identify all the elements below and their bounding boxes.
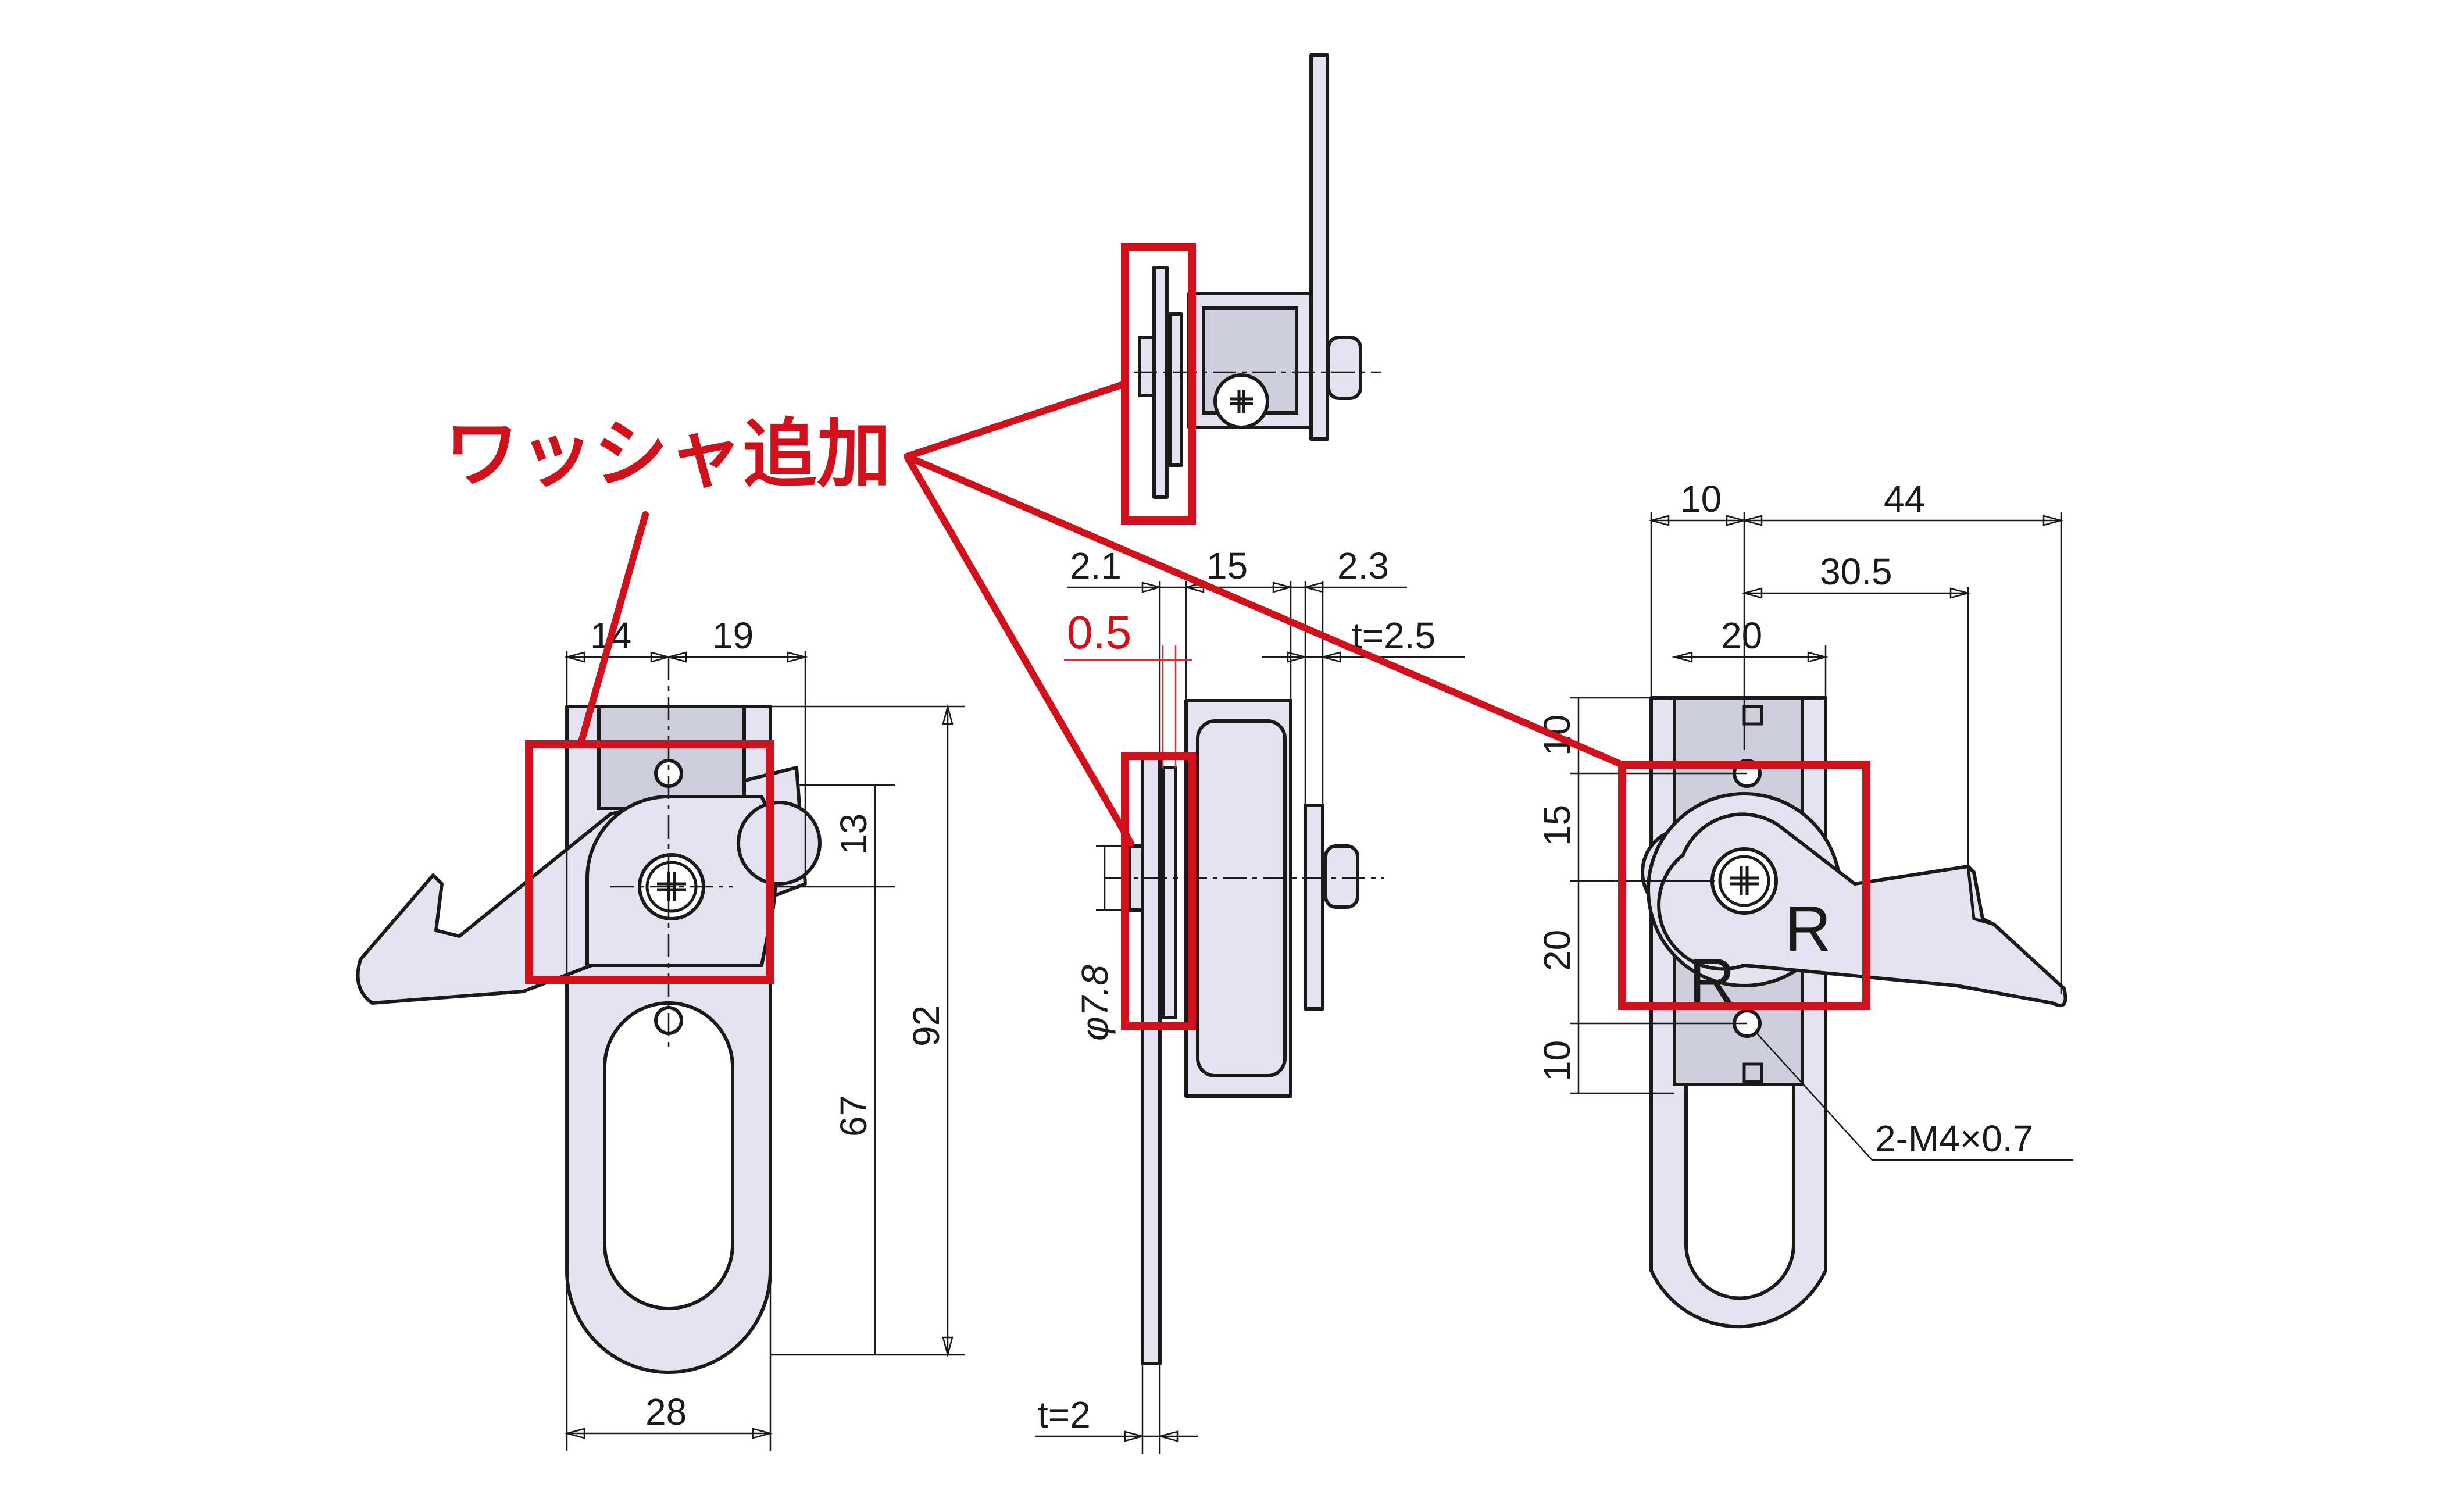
front-dim-28: 28 [645, 1391, 687, 1433]
leader-to-front [578, 511, 649, 745]
side-highlight-box [1121, 752, 1196, 1030]
top-washer-stack [1152, 266, 1169, 499]
side-lever-plate [1304, 804, 1324, 1011]
back-screw-cross [1730, 866, 1759, 895]
back-dim-20-arrows [1672, 651, 1829, 663]
back-dim-v15: 15 [1536, 805, 1578, 846]
front-highlight-box [525, 740, 774, 984]
front-dim-28-arrows [564, 1428, 773, 1439]
side-dim-0-5-ext [1162, 645, 1177, 768]
washer-added-label: ワッシャ追加 [445, 411, 891, 498]
back-screw [1710, 847, 1778, 915]
top-washer [1168, 312, 1183, 467]
top-screw-cross [1230, 390, 1253, 413]
front-dim-92: 92 [905, 1005, 947, 1047]
back-housing-notch-bottom [1742, 1062, 1763, 1083]
side-dim-15: 15 [1206, 545, 1248, 587]
front-view: 14 19 13 67 92 28 [356, 615, 965, 1451]
front-top-housing [597, 705, 746, 810]
back-highlight-box [1618, 761, 1870, 1010]
back-dim-v20: 20 [1536, 930, 1578, 971]
side-dim-t2-5: t=2.5 [1352, 615, 1435, 656]
back-dim-30-5: 30.5 [1820, 551, 1892, 593]
back-dim-20: 20 [1721, 615, 1762, 656]
top-view [1134, 53, 1381, 499]
top-vertical-plate [1309, 53, 1329, 441]
side-dim-2-3: 2.3 [1337, 545, 1389, 587]
top-stub-left [1138, 336, 1156, 397]
side-base-plate [1141, 754, 1162, 1365]
front-slot [603, 1001, 734, 1310]
front-dim-67: 67 [833, 1096, 874, 1137]
side-view: 2.1 15 2.3 0.5 t=2.5 φ7.8 t=2 [1035, 545, 1465, 1454]
back-dim-v10b: 10 [1536, 1040, 1578, 1082]
back-screw-inner [1718, 855, 1770, 907]
front-dim-14-19-arrows [564, 651, 808, 663]
back-view: R R 10 44 30.5 20 10 15 20 10 2-M4×0.7 [1536, 478, 2073, 1329]
back-dim-10: 10 [1680, 478, 1722, 520]
front-dim-19: 19 [712, 615, 754, 656]
back-dim-30-5-arrows [1741, 587, 1971, 599]
side-dim-t2-5-arrows [1287, 651, 1341, 663]
leader-to-side [904, 453, 1134, 847]
front-roller [737, 801, 822, 886]
side-dim-0-5: 0.5 [1067, 606, 1131, 658]
back-dim-10-44-arrows [1648, 515, 2064, 526]
side-dim-t2-ext [1141, 1364, 1161, 1454]
back-dim-44: 44 [1884, 478, 1925, 520]
side-washer [1161, 766, 1177, 1019]
leader-to-top [904, 380, 1129, 460]
back-thread-leader [1755, 1032, 2073, 1161]
front-screw-cross [657, 872, 686, 901]
top-screw [1213, 373, 1269, 429]
side-dim-phi7-8: φ7.8 [1074, 965, 1116, 1041]
side-housing-inner [1196, 719, 1287, 1077]
back-slot [1684, 1080, 1795, 1300]
leader-to-back [904, 453, 1626, 768]
side-dim-t2-arrows [1124, 1430, 1179, 1442]
front-dim-92-arrows [942, 704, 954, 1358]
washer-annotation: ワッシャ追加 [445, 243, 1870, 1030]
back-hook-tip [1966, 866, 1995, 926]
side-knob [1324, 844, 1359, 909]
back-vert-ext [1570, 697, 1747, 1094]
back-r-mark-1: R [1785, 893, 1831, 965]
side-dim-t2: t=2 [1038, 1394, 1091, 1436]
top-knob [1327, 336, 1362, 400]
side-dim-2-1: 2.1 [1070, 545, 1122, 587]
back-dim-thread: 2-M4×0.7 [1875, 1118, 2033, 1159]
front-dim-13: 13 [833, 813, 874, 855]
